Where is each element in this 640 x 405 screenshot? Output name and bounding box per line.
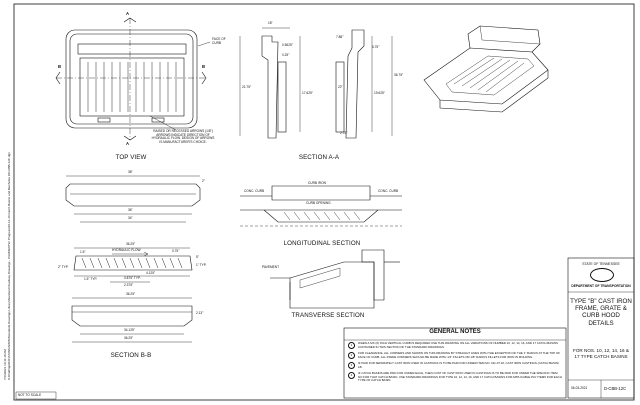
section-marker-a-top: A — [126, 11, 130, 16]
section-bb-title: SECTION B-B — [110, 352, 152, 359]
note-number: 1 — [348, 342, 355, 349]
aa-dim: 22" — [338, 85, 343, 89]
bb-bot-dim: 36.25" — [126, 292, 136, 296]
section-marker-b-left: B — [58, 64, 62, 69]
conc-curb-left-label: CONC. CURB — [244, 189, 265, 193]
section-bb-top-drawing — [65, 175, 201, 223]
drawing-heading: TYPE "B" CAST IRON FRAME, GRATE & CURB H… — [570, 298, 632, 327]
bb-bot-dim: 34.125" — [124, 328, 135, 332]
aa-dim: 36.75" — [394, 73, 404, 77]
section-bb-mid-drawing — [73, 247, 193, 283]
state-label: STATE OF TENNESSEE — [582, 262, 620, 266]
sheet-border — [13, 3, 635, 401]
drawing-date: 06-03-2021 — [571, 386, 588, 390]
bb-top-dim: 36" — [128, 208, 133, 212]
aa-dim: 2.75" — [340, 131, 348, 135]
tdot-seal-icon — [590, 268, 614, 282]
note-number: 4 — [348, 372, 355, 379]
transverse-section-drawing — [270, 249, 400, 309]
conc-curb-right-label: CONC. CURB — [378, 189, 399, 193]
bb-mid-dim: 2.375" — [124, 283, 134, 287]
section-aa-title: SECTION A-A — [298, 154, 340, 161]
aa-dim: 6.75" — [372, 45, 380, 49]
bb-mid-dim: 0.75" — [172, 249, 180, 253]
note-text: FOR CLEARANCE, ALL CORNERS AND SHOWN ON … — [358, 351, 560, 359]
longitudinal-title: LONGITUDINAL SECTION — [283, 240, 361, 247]
note-number: 2 — [348, 352, 355, 359]
face-of-curb-note: FACE OF CURB — [212, 37, 226, 45]
note-text: IF CATCH BASINS ARE PAID FOR UNDER EACH,… — [358, 371, 562, 382]
bb-mid-dim: 4.125" — [146, 271, 156, 275]
section-marker-b-right: B — [202, 64, 206, 69]
dept-label: DEPARTMENT OF TRANSPORTATION — [571, 284, 631, 288]
aa-dim: 0.5625" — [282, 43, 293, 47]
bb-top-dim: 34" — [128, 216, 133, 220]
general-notes-title: GENERAL NOTES — [429, 329, 481, 335]
hydraulic-flow-label: HYDRAULIC FLOW — [112, 248, 141, 252]
bb-bot-dim: 2.13" — [196, 311, 204, 315]
section-aa-drawing — [239, 27, 393, 139]
top-view-title: TOP VIEW — [115, 154, 147, 161]
note-text: IF PAID FOR SEPARATELY CAST IRON USED IN… — [358, 361, 559, 369]
note-number: 3 — [348, 362, 355, 369]
general-notes-frame — [343, 327, 567, 399]
isometric-view-drawing — [423, 25, 549, 113]
scale-note: NOT TO SCALE — [18, 393, 42, 397]
aa-dim: 18" — [268, 21, 273, 25]
aa-dim: 0.25" — [282, 53, 290, 57]
transverse-title: TRANSVERSE SECTION — [291, 312, 365, 319]
section-marker-a-bottom: A — [126, 141, 130, 146]
bb-top-dim: 38" — [128, 170, 133, 174]
aa-dim: 19.625" — [374, 91, 385, 95]
bb-mid-dim: 0.875" TYP. — [124, 276, 141, 280]
bb-mid-dim: 5" — [196, 255, 199, 259]
longitudinal-section-drawing — [240, 185, 402, 227]
bb-mid-dim: 2" TYP. — [58, 265, 69, 269]
top-view-drawing — [55, 17, 211, 141]
drawing-subheading: FOR NOS. 10, 12, 14, 16 & 17 TYPE CATCH … — [573, 348, 629, 359]
bb-mid-dim: 1.5" — [80, 250, 86, 254]
pavement-label: PAVEMENT — [262, 265, 280, 269]
file-path: S:\Drafting\2021\STANDARDS\Standards Dra… — [7, 152, 11, 380]
note-text: WHEN A SIX (6) INCH VERTICAL CURB IS REQ… — [358, 341, 558, 349]
aa-dim: 17.625" — [302, 91, 313, 95]
curb-opening-label: CURB OPENING — [306, 201, 331, 205]
section-bb-bot-drawing — [71, 297, 193, 343]
bb-top-dim: 2" — [202, 179, 205, 183]
drawing-number: D-CBB-12C — [604, 386, 627, 391]
bb-mid-dim: 1.5" TYP. — [84, 277, 98, 281]
bb-mid-dim: 36.25" — [126, 242, 136, 246]
bb-mid-dim: 1" TYP. — [196, 263, 207, 267]
bb-bot-dim: 36.25" — [124, 336, 134, 340]
arrows-note: RAISED OR RECESSED ARROWS (1/8") ARROWS … — [151, 129, 215, 144]
aa-dim: 21.75" — [242, 85, 252, 89]
aa-dim: 7.88" — [336, 35, 344, 39]
curb-iron-label: CURB IRON — [308, 181, 326, 185]
